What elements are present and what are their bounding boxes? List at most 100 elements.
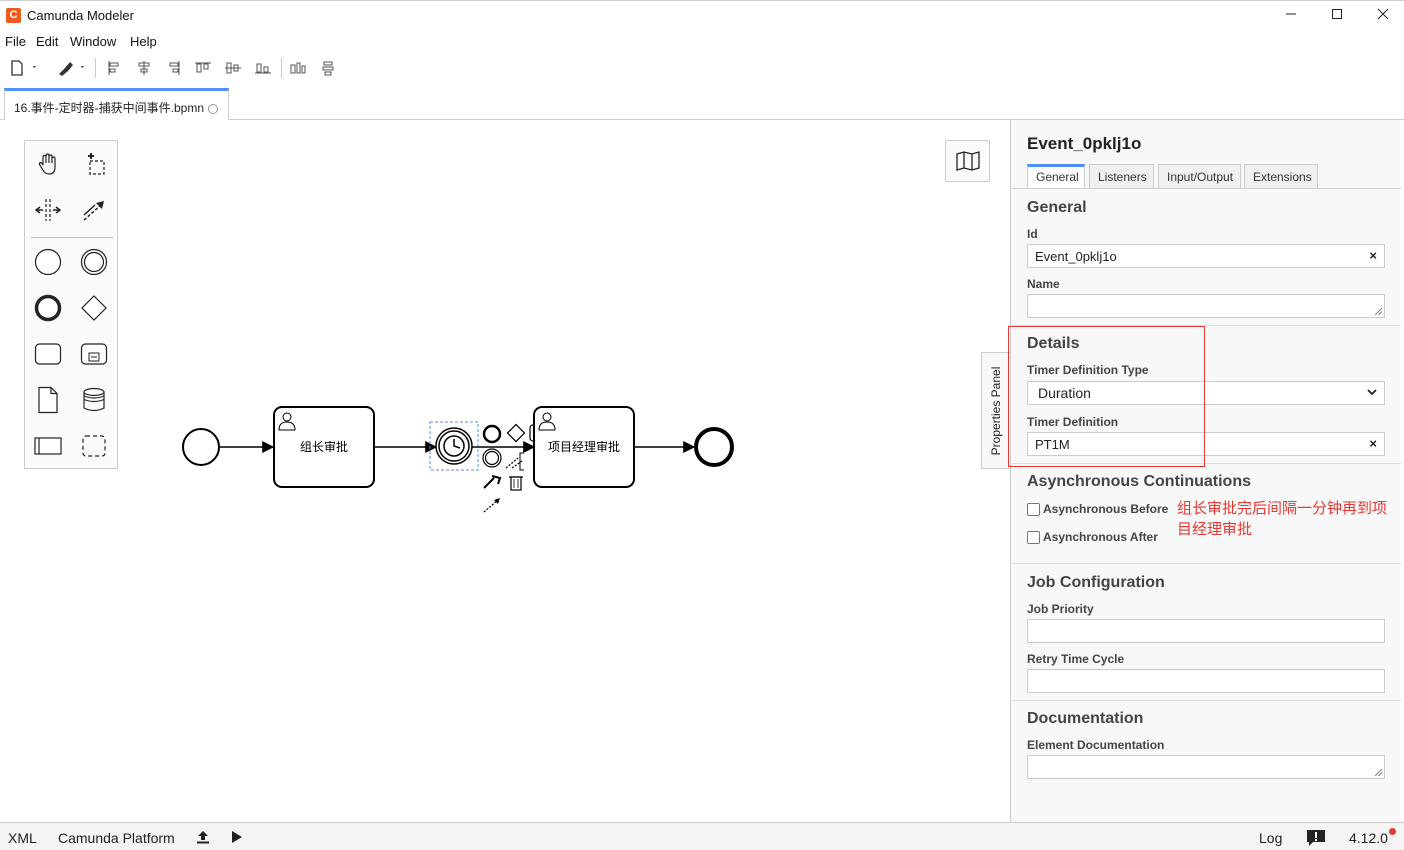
append-text-annotation-icon bbox=[505, 457, 523, 469]
deploy-icon bbox=[197, 831, 209, 844]
async-after-row[interactable]: Asynchronous After bbox=[1027, 530, 1158, 544]
align-left-icon bbox=[108, 61, 119, 75]
tab-listeners[interactable]: Listeners bbox=[1089, 164, 1154, 189]
close-tab-icon[interactable] bbox=[208, 104, 218, 114]
tab-general[interactable]: General bbox=[1027, 164, 1085, 189]
element-id-title: Event_0pklj1o bbox=[1027, 134, 1142, 153]
documentation-group-title: Documentation bbox=[1027, 710, 1144, 727]
create-intermediate-event[interactable] bbox=[77, 245, 111, 279]
task-2-label[interactable]: 项目经理审批 bbox=[547, 440, 620, 454]
execution-platform-button[interactable]: Camunda Platform bbox=[58, 830, 175, 846]
async-after-checkbox[interactable] bbox=[1027, 530, 1040, 544]
connect-icon bbox=[483, 499, 499, 513]
create-gateway[interactable] bbox=[77, 291, 111, 325]
minimap-toggle-button[interactable] bbox=[945, 140, 990, 182]
delete-icon bbox=[509, 476, 523, 491]
details-group-title: Details bbox=[1027, 335, 1080, 352]
maximize-icon bbox=[1332, 9, 1342, 19]
task-icon bbox=[34, 343, 62, 365]
async-before-row[interactable]: Asynchronous Before bbox=[1027, 502, 1168, 516]
name-label: Name bbox=[1027, 277, 1060, 291]
menu-window[interactable]: Window bbox=[70, 34, 117, 49]
align-top-button[interactable] bbox=[192, 57, 214, 79]
file-tab[interactable]: 16.事件-定时器-捕获中间事件.bpmn bbox=[4, 88, 229, 120]
timer-definition-type-select[interactable]: Duration bbox=[1027, 381, 1385, 405]
align-right-icon bbox=[169, 61, 180, 75]
start-instance-button[interactable] bbox=[230, 829, 244, 848]
align-center-button[interactable] bbox=[134, 57, 154, 79]
feedback-button[interactable] bbox=[1306, 829, 1326, 850]
xml-tab-button[interactable]: XML bbox=[8, 830, 37, 846]
camunda-logo-icon: C bbox=[6, 8, 21, 23]
file-tab-label: 16.事件-定时器-捕获中间事件.bpmn bbox=[14, 101, 205, 115]
menu-edit[interactable]: Edit bbox=[36, 34, 59, 49]
align-middle-button[interactable] bbox=[222, 57, 244, 79]
create-subprocess[interactable] bbox=[77, 337, 111, 371]
maximize-button[interactable] bbox=[1314, 1, 1360, 32]
distribute-horizontal-icon bbox=[290, 62, 306, 74]
hand-tool[interactable] bbox=[31, 147, 65, 181]
clear-timer-definition-icon[interactable]: × bbox=[1369, 436, 1377, 451]
status-bar: XML Camunda Platform Log 4.12.0 bbox=[0, 822, 1404, 850]
retry-time-cycle-label: Retry Time Cycle bbox=[1027, 652, 1125, 666]
clear-id-icon[interactable]: × bbox=[1369, 248, 1377, 263]
deploy-button[interactable] bbox=[195, 829, 211, 848]
align-bottom-button[interactable] bbox=[252, 57, 274, 79]
align-middle-icon bbox=[225, 62, 241, 74]
create-task[interactable] bbox=[31, 337, 65, 371]
minimize-button[interactable] bbox=[1268, 1, 1314, 32]
new-file-button[interactable] bbox=[6, 57, 40, 79]
timer-definition-type-value: Duration bbox=[1038, 385, 1091, 401]
general-group-title: General bbox=[1027, 199, 1087, 216]
async-before-checkbox[interactable] bbox=[1027, 502, 1040, 516]
save-button[interactable] bbox=[54, 57, 90, 79]
name-textarea[interactable] bbox=[1027, 294, 1385, 318]
menu-help[interactable]: Help bbox=[130, 34, 157, 49]
close-window-button[interactable] bbox=[1360, 1, 1404, 32]
end-event-icon bbox=[34, 294, 62, 322]
space-tool[interactable] bbox=[31, 193, 65, 227]
log-button[interactable]: Log bbox=[1259, 830, 1283, 846]
properties-panel-toggle[interactable]: Properties Panel bbox=[981, 352, 1010, 469]
menu-bar: File Edit Window Help bbox=[0, 31, 400, 53]
lasso-tool[interactable] bbox=[77, 147, 111, 181]
menu-file[interactable]: File bbox=[5, 34, 26, 49]
timer-definition-input[interactable]: PT1M × bbox=[1027, 432, 1385, 456]
align-bottom-icon bbox=[255, 63, 271, 74]
gateway-icon bbox=[81, 295, 107, 321]
start-event bbox=[182, 428, 220, 466]
async-before-label: Asynchronous Before bbox=[1043, 502, 1169, 516]
create-data-object[interactable] bbox=[31, 383, 65, 417]
timer-definition-type-label: Timer Definition Type bbox=[1027, 363, 1149, 377]
distribute-vertical-button[interactable] bbox=[317, 57, 339, 79]
create-group[interactable] bbox=[77, 429, 111, 463]
hand-icon bbox=[38, 153, 56, 175]
tab-input-output[interactable]: Input/Output bbox=[1158, 164, 1241, 189]
task-1-label[interactable]: 组长审批 bbox=[299, 440, 348, 454]
feedback-icon bbox=[1307, 830, 1325, 846]
tool-palette bbox=[24, 140, 118, 469]
create-pool[interactable] bbox=[31, 429, 65, 463]
id-input[interactable]: Event_0pklj1o × bbox=[1027, 244, 1385, 268]
play-icon bbox=[232, 831, 242, 843]
subprocess-icon bbox=[80, 343, 108, 365]
intermediate-event-icon bbox=[80, 248, 108, 276]
append-gateway-icon bbox=[506, 423, 526, 443]
diagram-canvas[interactable]: 组长审批 项目经理审批 bbox=[0, 120, 1010, 822]
create-start-event[interactable] bbox=[31, 245, 65, 279]
align-left-button[interactable] bbox=[104, 57, 124, 79]
create-end-event[interactable] bbox=[31, 291, 65, 325]
timer-definition-value: PT1M bbox=[1035, 437, 1070, 452]
distribute-horizontal-button[interactable] bbox=[287, 57, 309, 79]
data-object-icon bbox=[38, 386, 58, 414]
create-data-store[interactable] bbox=[77, 383, 111, 417]
retry-time-cycle-input[interactable] bbox=[1027, 669, 1385, 693]
element-documentation-textarea[interactable] bbox=[1027, 755, 1385, 779]
global-connect-tool[interactable] bbox=[77, 193, 111, 227]
align-right-button[interactable] bbox=[164, 57, 184, 79]
job-priority-input[interactable] bbox=[1027, 619, 1385, 643]
tab-extensions[interactable]: Extensions bbox=[1244, 164, 1318, 189]
job-priority-label: Job Priority bbox=[1027, 602, 1094, 616]
version-label[interactable]: 4.12.0 bbox=[1349, 830, 1388, 846]
data-store-icon bbox=[83, 387, 105, 412]
